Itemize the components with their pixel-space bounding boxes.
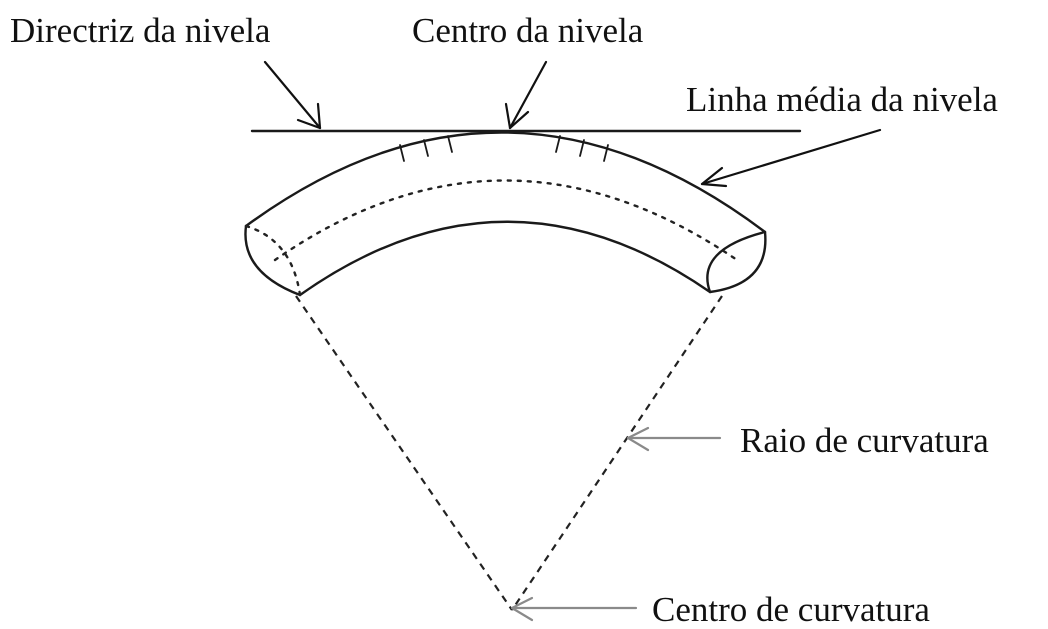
label-centro-curvatura: Centro de curvatura: [652, 590, 930, 629]
graduation-mark: [579, 139, 585, 157]
graduation-mark: [555, 135, 561, 153]
label-raio: Raio de curvatura: [740, 421, 989, 460]
radius-line-left: [295, 295, 513, 611]
arrow-shaft: [508, 60, 548, 130]
arrow-shaft: [700, 128, 882, 186]
graduation-mark: [603, 144, 609, 162]
vial-outer-arc: [244, 131, 767, 234]
vial-inner-arc: [298, 220, 712, 297]
graduation-mark: [399, 144, 405, 162]
arrow-head: [626, 426, 650, 452]
arrow-centro-nivela: [504, 60, 548, 130]
label-linha-media: Linha média da nivela: [686, 80, 998, 119]
label-centro-nivela: Centro da nivela: [412, 11, 644, 50]
vial-right-end: [706, 230, 767, 294]
arrow-centro-curvatura: [510, 596, 638, 622]
arrow-raio: [626, 426, 722, 452]
arrow-linha-media: [700, 128, 882, 188]
arrow-head: [504, 102, 530, 130]
arrow-head: [296, 102, 322, 130]
radius-line-right: [511, 295, 723, 611]
graduation-mark: [447, 135, 453, 153]
arrow-head: [700, 166, 728, 188]
arrow-head: [510, 596, 534, 622]
vial-mid-line: [273, 179, 742, 264]
arrow-shaft: [263, 60, 322, 130]
vial-tube: [244, 131, 767, 297]
arrow-directriz: [263, 60, 322, 130]
graduation-mark: [423, 139, 429, 157]
graduation-marks: [399, 135, 609, 162]
label-directriz: Directriz da nivela: [10, 11, 271, 50]
vial-left-end-hidden: [244, 224, 302, 297]
vial-left-end: [244, 224, 302, 297]
